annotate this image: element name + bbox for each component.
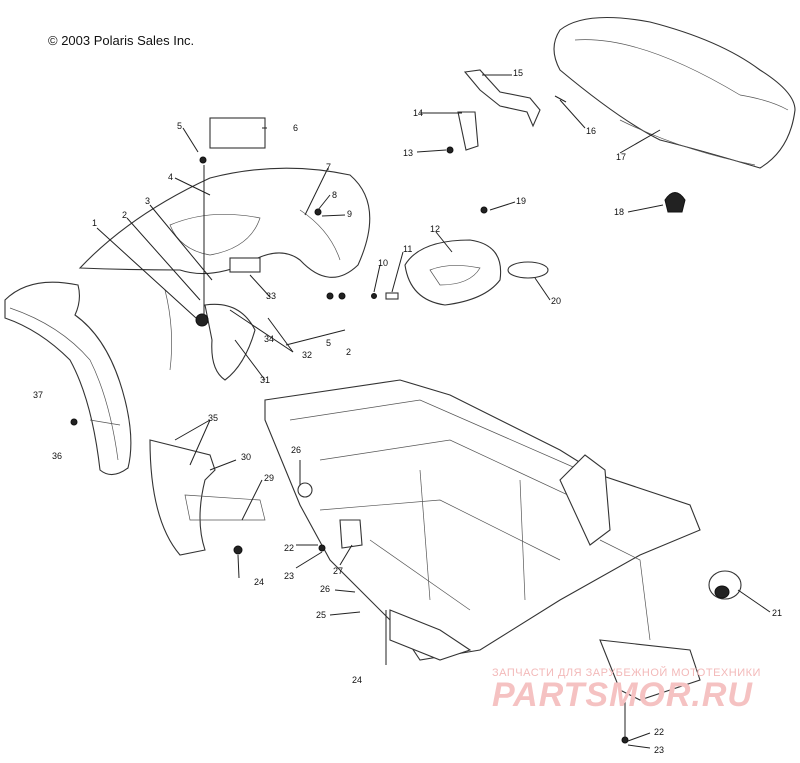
callout-12: 12 [430, 224, 440, 234]
callout-3: 3 [145, 196, 150, 206]
callout-23: 23 [284, 571, 294, 581]
callout-13: 13 [403, 148, 413, 158]
rear-fender-part [78, 167, 371, 371]
callout-29: 29 [264, 473, 274, 483]
callout-37: 37 [33, 390, 43, 400]
callout-14: 14 [413, 108, 423, 118]
callout-1: 1 [92, 218, 97, 228]
front-fender-part [4, 281, 132, 476]
callout-2: 2 [122, 210, 127, 220]
rear-hitch-part [708, 570, 742, 600]
watermark-tagline: ЗАПЧАСТИ ДЛЯ ЗАРУБЕЖНОЙ МОТОТЕХНИКИ [492, 667, 761, 679]
callout-17: 17 [616, 152, 626, 162]
copyright-notice: © 2003 Polaris Sales Inc. [48, 33, 195, 48]
callout-5: 5 [177, 121, 182, 131]
callout-18: 18 [614, 207, 624, 217]
callout-32: 32 [302, 350, 312, 360]
leader-lines [96, 74, 771, 749]
callout-2: 2 [346, 347, 351, 357]
callout-31: 31 [260, 375, 270, 385]
callout-24: 24 [254, 577, 264, 587]
fasteners [70, 117, 686, 744]
callout-7: 7 [326, 162, 331, 172]
callout-10: 10 [378, 258, 388, 268]
callout-21: 21 [772, 608, 782, 618]
frame-part [264, 379, 701, 701]
callout-labels: 1 2 2 3 4 5 5 6 7 8 9 10 11 12 13 14 15 … [33, 68, 782, 755]
seat-part [553, 16, 796, 169]
callout-22: 22 [654, 727, 664, 737]
inner-fender-part [149, 303, 266, 556]
seat-latch-part [446, 69, 567, 154]
callout-24: 24 [352, 675, 362, 685]
callout-25: 25 [316, 610, 326, 620]
callout-26: 26 [320, 584, 330, 594]
callout-36: 36 [52, 451, 62, 461]
callout-34: 34 [264, 334, 274, 344]
callout-23: 23 [654, 745, 664, 755]
watermark-brand: PARTSMOR.RU [492, 676, 753, 714]
callout-4: 4 [168, 172, 173, 182]
callout-11: 11 [403, 244, 412, 254]
callout-20: 20 [551, 296, 561, 306]
callout-26: 26 [291, 445, 301, 455]
callout-19: 19 [516, 196, 526, 206]
callout-27: 27 [333, 566, 343, 576]
callout-35: 35 [208, 413, 218, 423]
callout-33: 33 [266, 291, 276, 301]
callout-30: 30 [241, 452, 251, 462]
side-panel-part [404, 239, 549, 306]
callout-22: 22 [284, 543, 294, 553]
callout-15: 15 [513, 68, 523, 78]
callout-8: 8 [332, 190, 337, 200]
callout-6: 6 [293, 123, 298, 133]
callout-9: 9 [347, 209, 352, 219]
callout-5: 5 [326, 338, 331, 348]
callout-16: 16 [586, 126, 596, 136]
